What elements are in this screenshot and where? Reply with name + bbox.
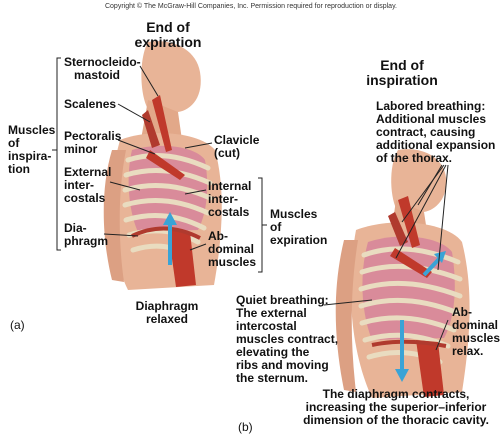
panel-a-caption-line2: relaxed — [112, 313, 222, 326]
note-labored-line5: of the thorax. — [376, 152, 495, 165]
label-diaphragm-line2: phragm — [64, 235, 108, 248]
panel-a-title-line1: End of — [118, 20, 218, 35]
label-pectoralis-minor: Pectoralis minor — [64, 130, 121, 156]
note-quiet-breathing: Quiet breathing: The external intercosta… — [236, 294, 338, 385]
panel-a-title: End of expiration — [118, 20, 218, 50]
panel-b-letter: (b) — [238, 420, 253, 434]
note-labored-breathing: Labored breathing: Additional muscles co… — [376, 100, 495, 165]
group-expiration-line3: expiration — [270, 234, 327, 247]
label-pectoralis-line2: minor — [64, 143, 121, 156]
label-sternocleidomastoid-line2: mastoid — [64, 69, 141, 82]
panel-a-title-line2: expiration — [118, 35, 218, 50]
label-abdominal-muscles-a: Ab- dominal muscles — [208, 230, 256, 269]
torso-b — [336, 149, 470, 398]
panel-a-caption: Diaphragm relaxed — [112, 300, 222, 326]
label-external-intercostals: External inter- costals — [64, 166, 111, 205]
panel-b-title-line1: End of — [352, 58, 452, 73]
group-muscles-of-expiration: Muscles of expiration — [270, 208, 327, 247]
label-clavicle-line2: (cut) — [214, 147, 259, 160]
note-quiet-line7: the sternum. — [236, 372, 338, 385]
label-internal-intercostals: Internal inter- costals — [208, 180, 251, 219]
label-clavicle: Clavicle (cut) — [214, 134, 259, 160]
label-diaphragm: Dia- phragm — [64, 222, 108, 248]
label-sternocleidomastoid: Sternocleido- mastoid — [64, 56, 141, 82]
panel-b-caption: The diaphragm contracts, increasing the … — [290, 388, 502, 427]
label-scalenes: Scalenes — [64, 98, 116, 111]
label-abdominal-a-line3: muscles — [208, 256, 256, 269]
panel-b-title-line2: inspiration — [352, 73, 452, 88]
label-abdominal-b-line4: relax. — [452, 345, 500, 358]
label-external-line3: costals — [64, 192, 111, 205]
label-internal-line3: costals — [208, 206, 251, 219]
group-inspiration-line4: tion — [8, 163, 55, 176]
label-abdominal-muscles-b: Ab- dominal muscles relax. — [452, 306, 500, 358]
group-muscles-of-inspiration: Muscles of inspira- tion — [8, 124, 55, 176]
panel-b-title: End of inspiration — [352, 58, 452, 88]
panel-b-caption-line3: dimension of the thoracic cavity. — [290, 414, 502, 427]
copyright-notice: Copyright © The McGraw-Hill Companies, I… — [0, 3, 502, 10]
panel-a-letter: (a) — [10, 318, 25, 332]
